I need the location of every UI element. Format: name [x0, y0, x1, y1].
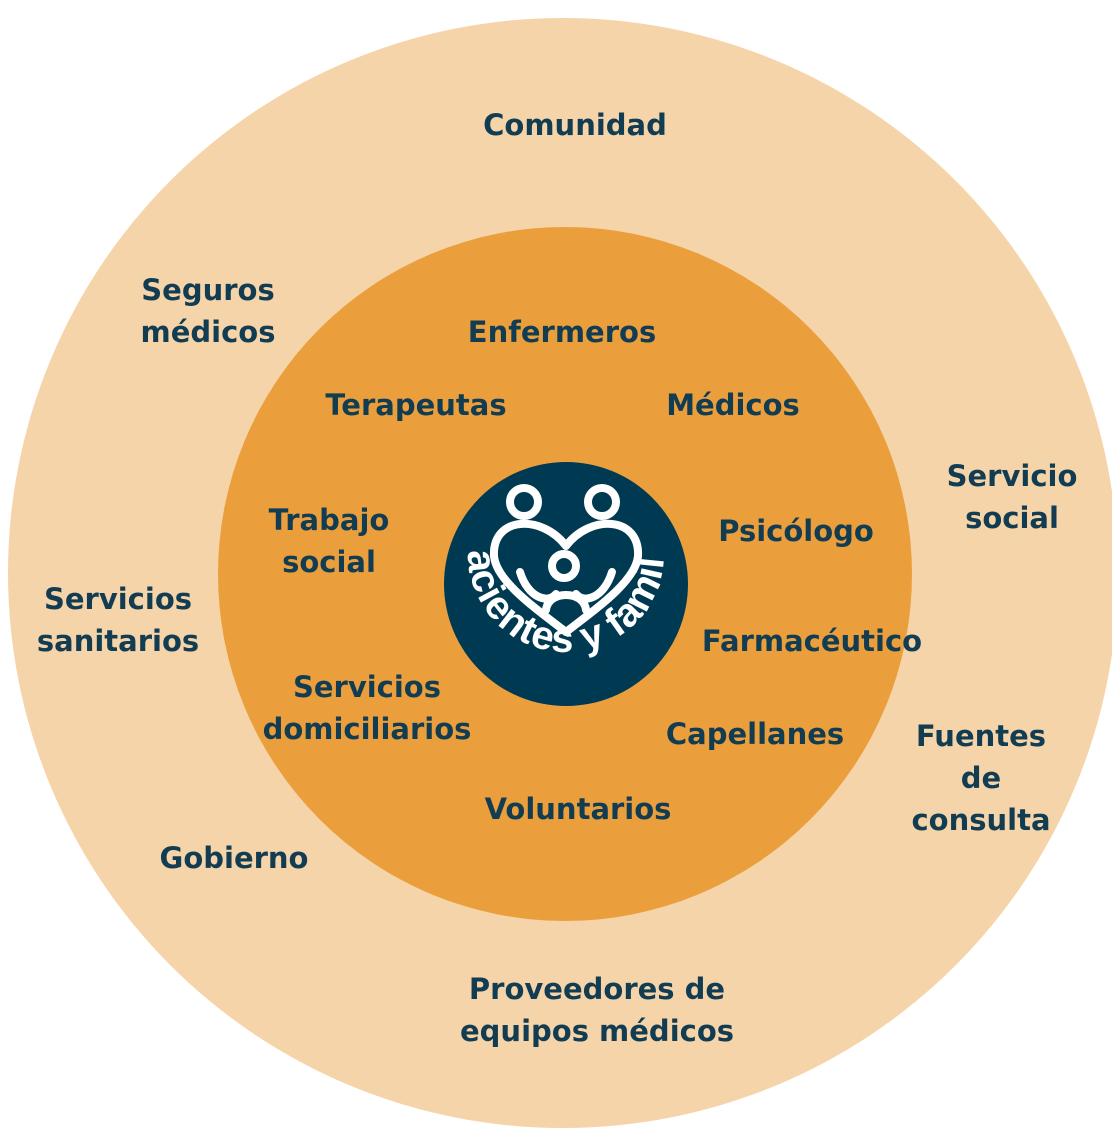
patients-family-core: Pacientes y familia — [444, 462, 688, 706]
label-trabajo-social: Trabajo social — [268, 503, 390, 579]
label-gobierno: Gobierno — [159, 841, 309, 875]
label-medicos: Médicos — [666, 388, 800, 422]
label-seguros-medicos: Seguros médicos — [140, 273, 276, 349]
label-servicio-social: Servicio social — [946, 459, 1078, 535]
label-proveedores-equipos-medicos: Proveedores de equipos médicos — [459, 972, 735, 1048]
label-fuentes-de-consulta: Fuentes de consulta — [911, 719, 1051, 837]
label-comunidad: Comunidad — [483, 108, 667, 142]
label-servicios-sanitarios: Servicios sanitarios — [36, 582, 200, 658]
label-voluntarios: Voluntarios — [484, 792, 672, 826]
label-capellanes: Capellanes — [665, 717, 845, 751]
label-servicios-domiciliarios: Servicios domiciliarios — [262, 670, 472, 746]
label-farmaceutico: Farmacéutico — [701, 624, 923, 658]
heart-family-icon: Pacientes y familia — [444, 462, 688, 706]
label-psicologo: Psicólogo — [718, 514, 874, 548]
label-enfermeros: Enfermeros — [467, 315, 657, 349]
label-terapeutas: Terapeutas — [325, 388, 507, 422]
